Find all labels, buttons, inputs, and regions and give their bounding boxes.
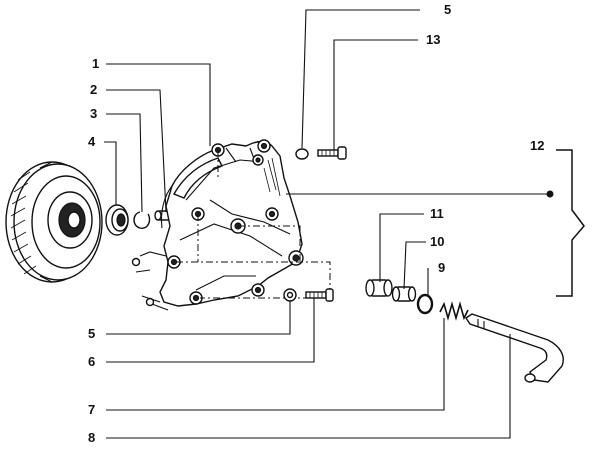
- leader-lines: [104, 9, 554, 439]
- label-6: 6: [88, 354, 95, 369]
- group-bracket-12: [556, 149, 585, 297]
- assembly-guide-lines: [176, 150, 331, 299]
- label-1: 1: [92, 56, 99, 71]
- o-ring-part-9: [416, 293, 434, 315]
- screw-part-6: [305, 288, 334, 302]
- label-13: 13: [426, 32, 440, 47]
- circlip-part-3: [133, 211, 151, 229]
- label-11: 11: [430, 206, 444, 221]
- washer-part-5-bottom: [283, 288, 297, 302]
- label-2: 2: [90, 82, 97, 97]
- kickstart-lever-part-8: [465, 313, 564, 383]
- bearing-part-4: [105, 204, 129, 236]
- label-4: 4: [88, 134, 96, 149]
- clutch-drum: [5, 161, 103, 283]
- label-5-bottom: 5: [88, 326, 95, 341]
- spring-part-7: [439, 301, 469, 321]
- crankcase-cover-part-1: [131, 139, 304, 311]
- label-3: 3: [90, 106, 97, 121]
- part-labels: 1 2 3 4 5 13 12 11 10 9 5 6 7 8: [88, 2, 544, 445]
- label-5-top: 5: [444, 2, 451, 17]
- label-12: 12: [530, 138, 544, 153]
- bushing-part-10: [391, 286, 417, 302]
- bushing-part-11: [365, 279, 393, 297]
- screw-part-13: [317, 146, 347, 160]
- label-7: 7: [88, 402, 95, 417]
- label-10: 10: [430, 234, 444, 249]
- washer-part-5-top: [295, 148, 309, 160]
- label-9: 9: [438, 260, 445, 275]
- label-8: 8: [88, 430, 95, 445]
